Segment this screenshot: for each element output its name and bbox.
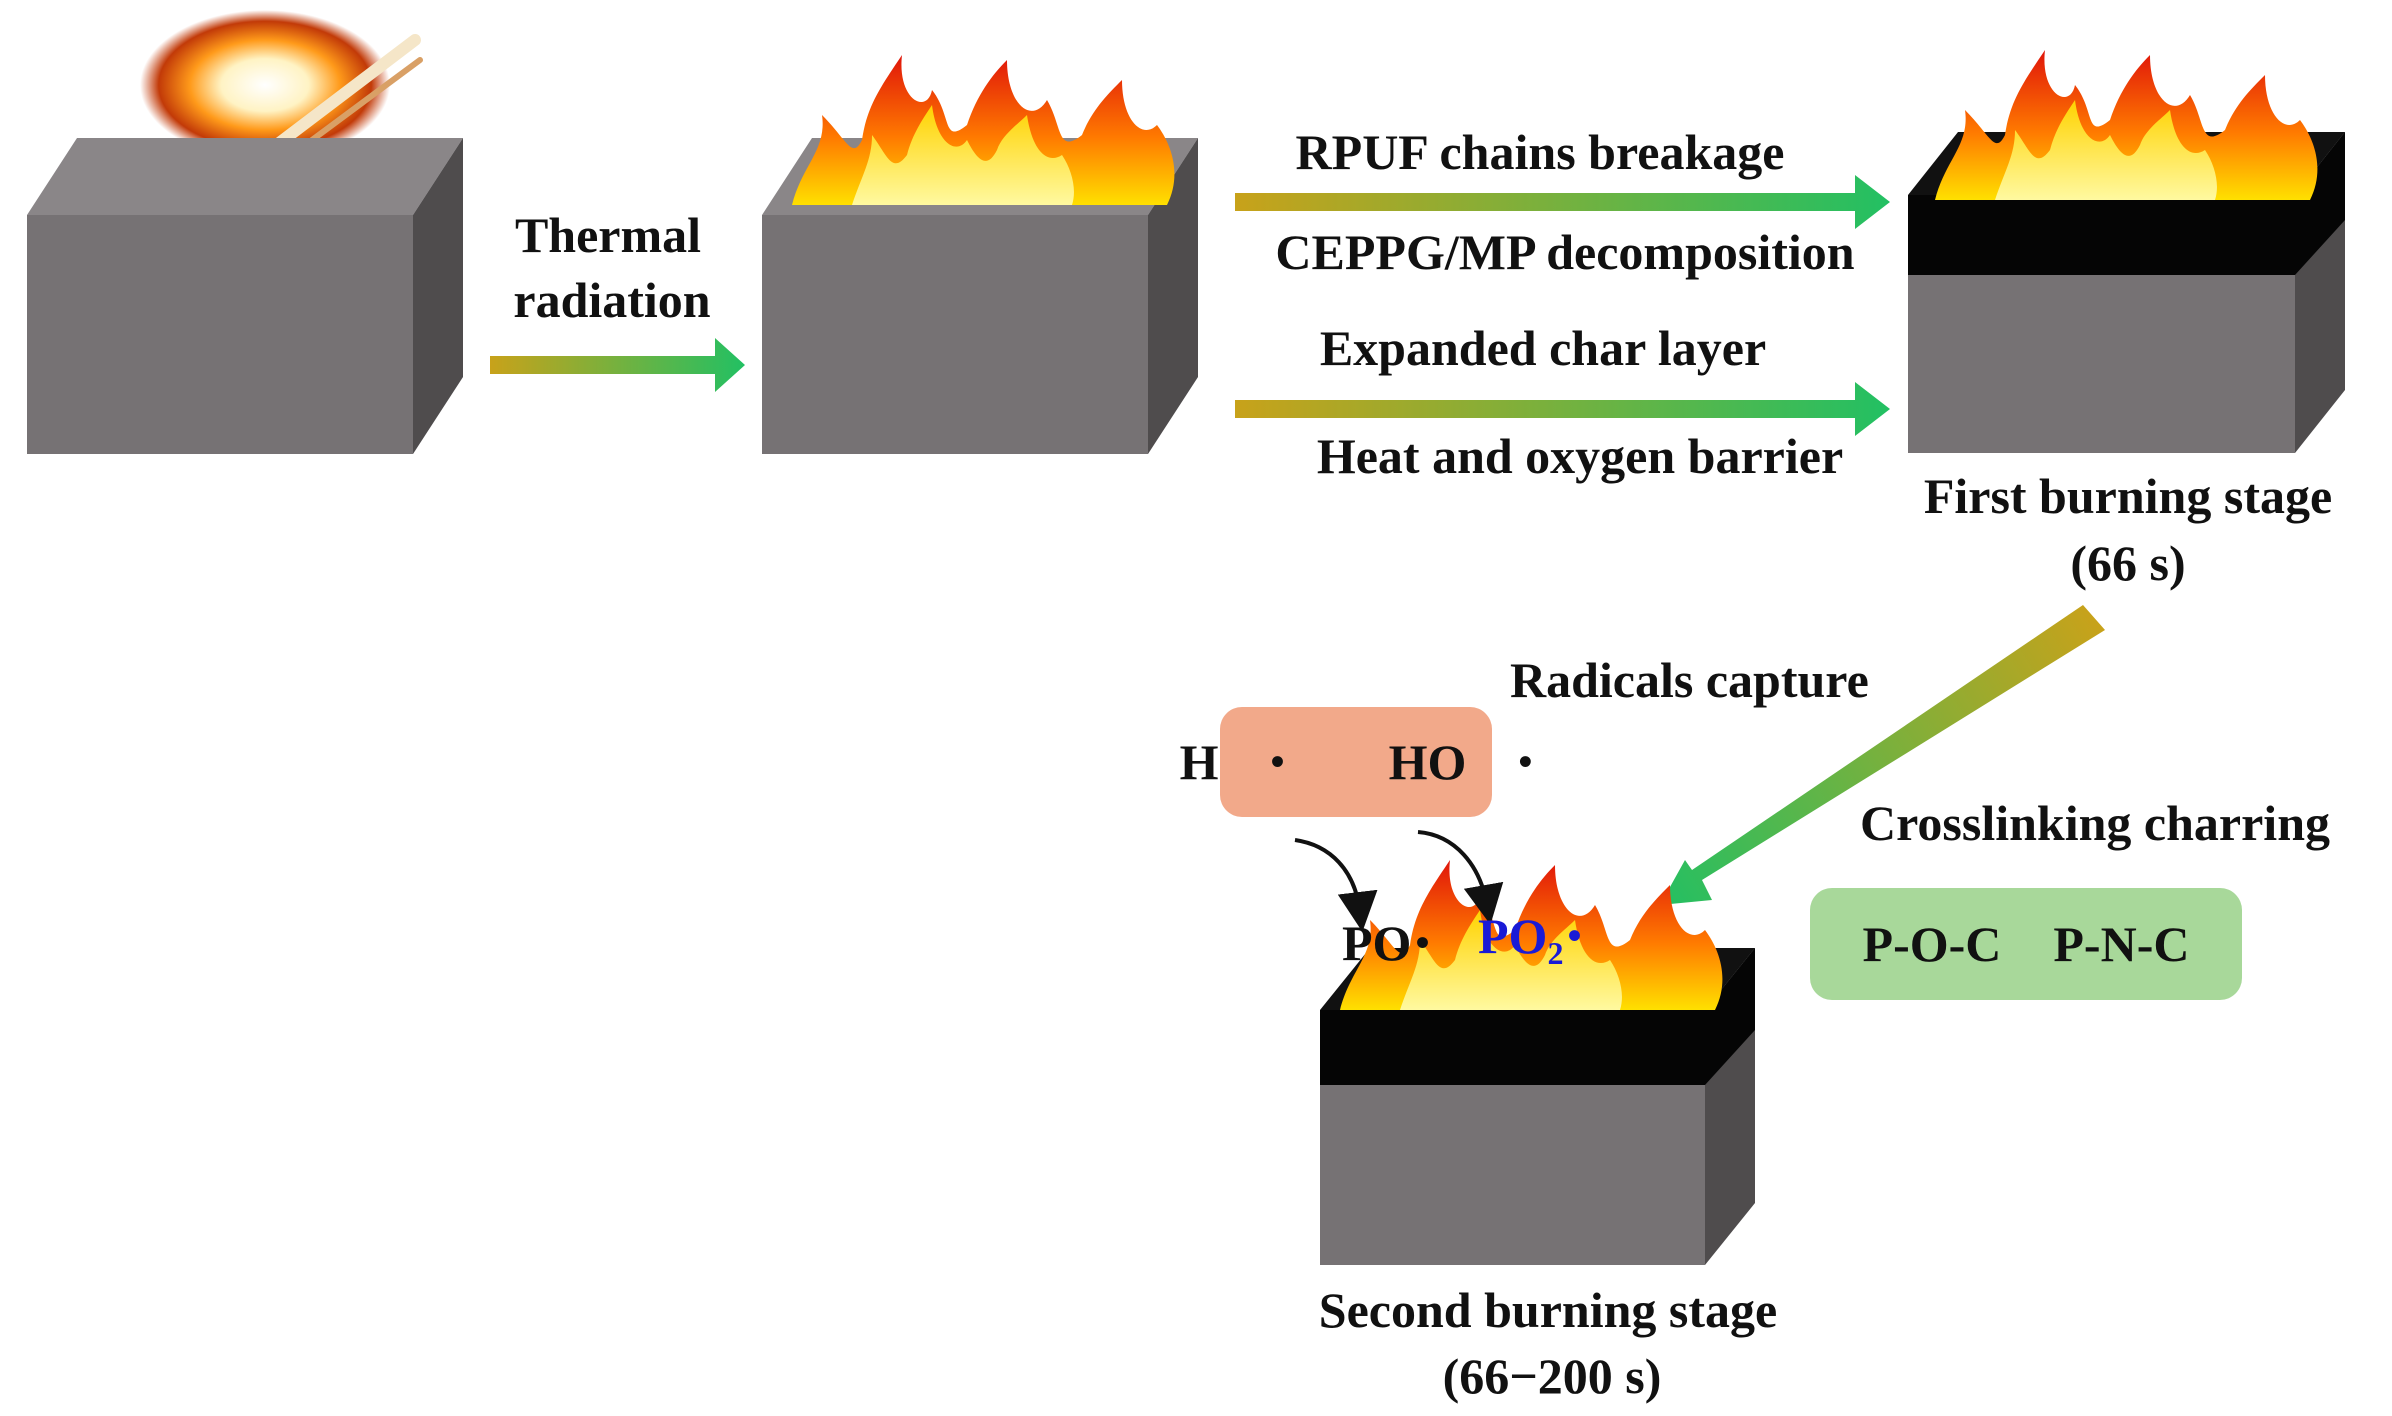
radical-h: H• [1179,734,1285,790]
block-ignited [762,55,1198,454]
block-ignition [27,10,463,454]
label-thermal: Thermal [514,207,702,263]
radicals-box: H• HO• [1180,707,1532,817]
label-radiation: radiation [513,272,711,328]
char-layer [1908,195,2295,275]
arrow-thermal-radiation [490,338,745,392]
arrow-to-second-stage [1660,605,2105,905]
label-first-time: (66 s) [2070,535,2186,591]
block-first-stage [1908,50,2345,453]
crosslink-box: P-O-C P-N-C [1810,888,2242,1000]
curved-arrow-ho-to-po2 [1417,830,1504,925]
label-expanded-char: Expanded char layer [1319,320,1767,376]
label-rpuf-chains: RPUF chains breakage [1295,124,1785,180]
product-po: PO• [1342,915,1430,971]
flame-icon [1340,860,1723,1010]
label-ceppg-decomposition: CEPPG/MP decomposition [1275,224,1855,280]
ignition-rod-icon [264,34,421,156]
block-second-stage [1320,860,1755,1265]
bond-pnc: P-N-C [2053,916,2190,972]
flame-icon [792,55,1175,205]
flame-icon [1935,50,2318,200]
label-crosslinking-charring: Crosslinking charring [1860,795,2330,851]
label-radicals-capture: Radicals capture [1510,652,1869,708]
ignition-flare-icon [140,10,390,160]
label-first-stage: First burning stage [1923,468,2333,524]
arrow-chains-decomposition [1235,175,1890,229]
label-heat-oxygen-barrier: Heat and oxygen barrier [1316,428,1844,484]
bond-poc: P-O-C [1862,916,2002,972]
curved-arrow-h-to-po [1294,838,1378,932]
label-second-time: (66−200 s) [1442,1348,1662,1404]
char-layer [1320,1010,1705,1085]
label-second-stage: Second burning stage [1318,1282,1778,1338]
radical-ho: HO• [1388,734,1533,790]
arrow-char-barrier [1235,382,1890,436]
product-po2: PO2• [1478,908,1582,971]
